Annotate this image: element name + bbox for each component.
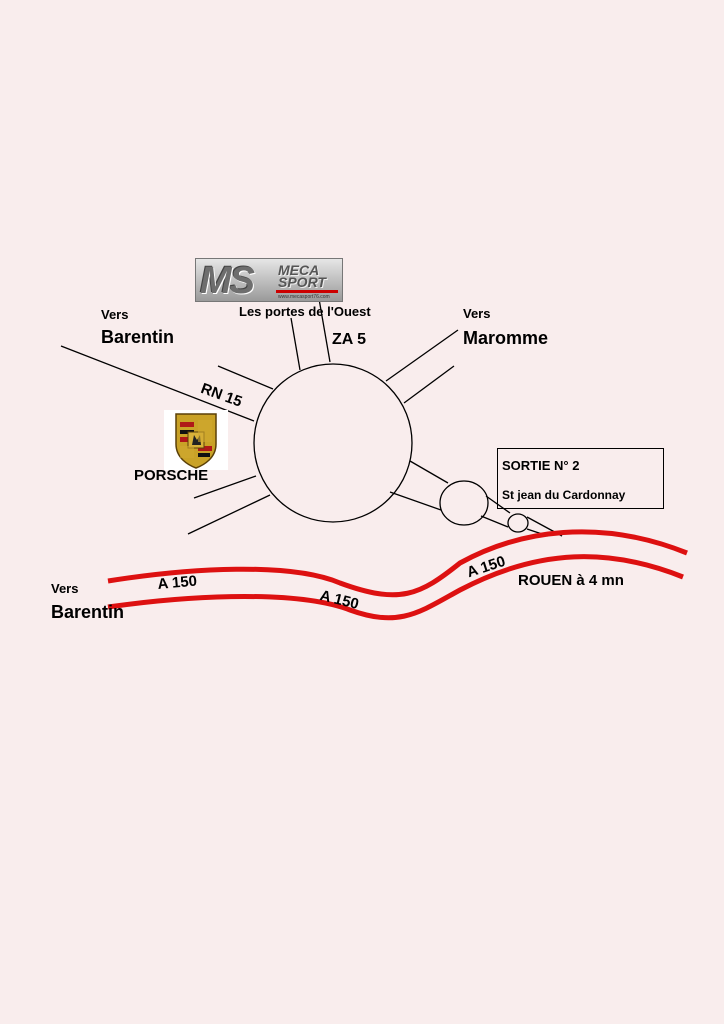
vers-maromme-prefix: Vers [463,306,491,321]
za5-road-right [317,292,331,363]
les-portes-label: Les portes de l'Ouest [239,304,371,319]
maromme-label: Maromme [463,328,549,348]
exit-number: SORTIE N° 2 [502,458,580,473]
road-left-upper [217,365,274,390]
road-left-lower-2 [187,494,271,535]
porsche-crest-icon [164,410,228,470]
logo-word-sport: SPORT [278,274,326,290]
roundabout [253,363,413,523]
exit-destination: St jean du Cardonnay [502,488,626,502]
logo-word-meca: MECA [278,262,320,278]
exit-roundabout-small [507,513,529,533]
exit-box: SORTIE N° 2 St jean du Cardonnay [497,448,664,509]
exit-roundabout-large [439,480,489,526]
vers-barentin-top-prefix: Vers [101,307,129,322]
maromme-road-1 [385,329,459,382]
logo-red-bar [276,290,338,293]
za5-road-left [290,317,301,371]
exit-link-1 [485,495,511,514]
exit-ramp-2 [389,491,442,511]
za5-label: ZA 5 [332,331,367,348]
a150-carriageway-north [107,529,688,598]
logo-initials: MS [200,260,255,302]
rn15-road [60,345,255,422]
logo-url: www.mecasport76.com [278,294,330,300]
a150-label-left: A 150 [156,572,198,593]
a150-carriageway-south [107,554,684,621]
exit-ramp-1 [409,460,449,484]
exit-link-2 [480,515,509,528]
barentin-top-label: Barentin [101,327,175,347]
rouen-label: ROUEN à 4 mn [518,572,624,589]
maromme-road-2 [403,365,455,404]
vers-barentin-bottom-prefix: Vers [51,581,79,596]
barentin-bottom-label: Barentin [51,602,125,622]
road-left-lower-1 [193,475,257,499]
porsche-label: PORSCHE [134,467,209,484]
mecasport-logo: MS MECA SPORT www.mecasport76.com [195,258,343,302]
